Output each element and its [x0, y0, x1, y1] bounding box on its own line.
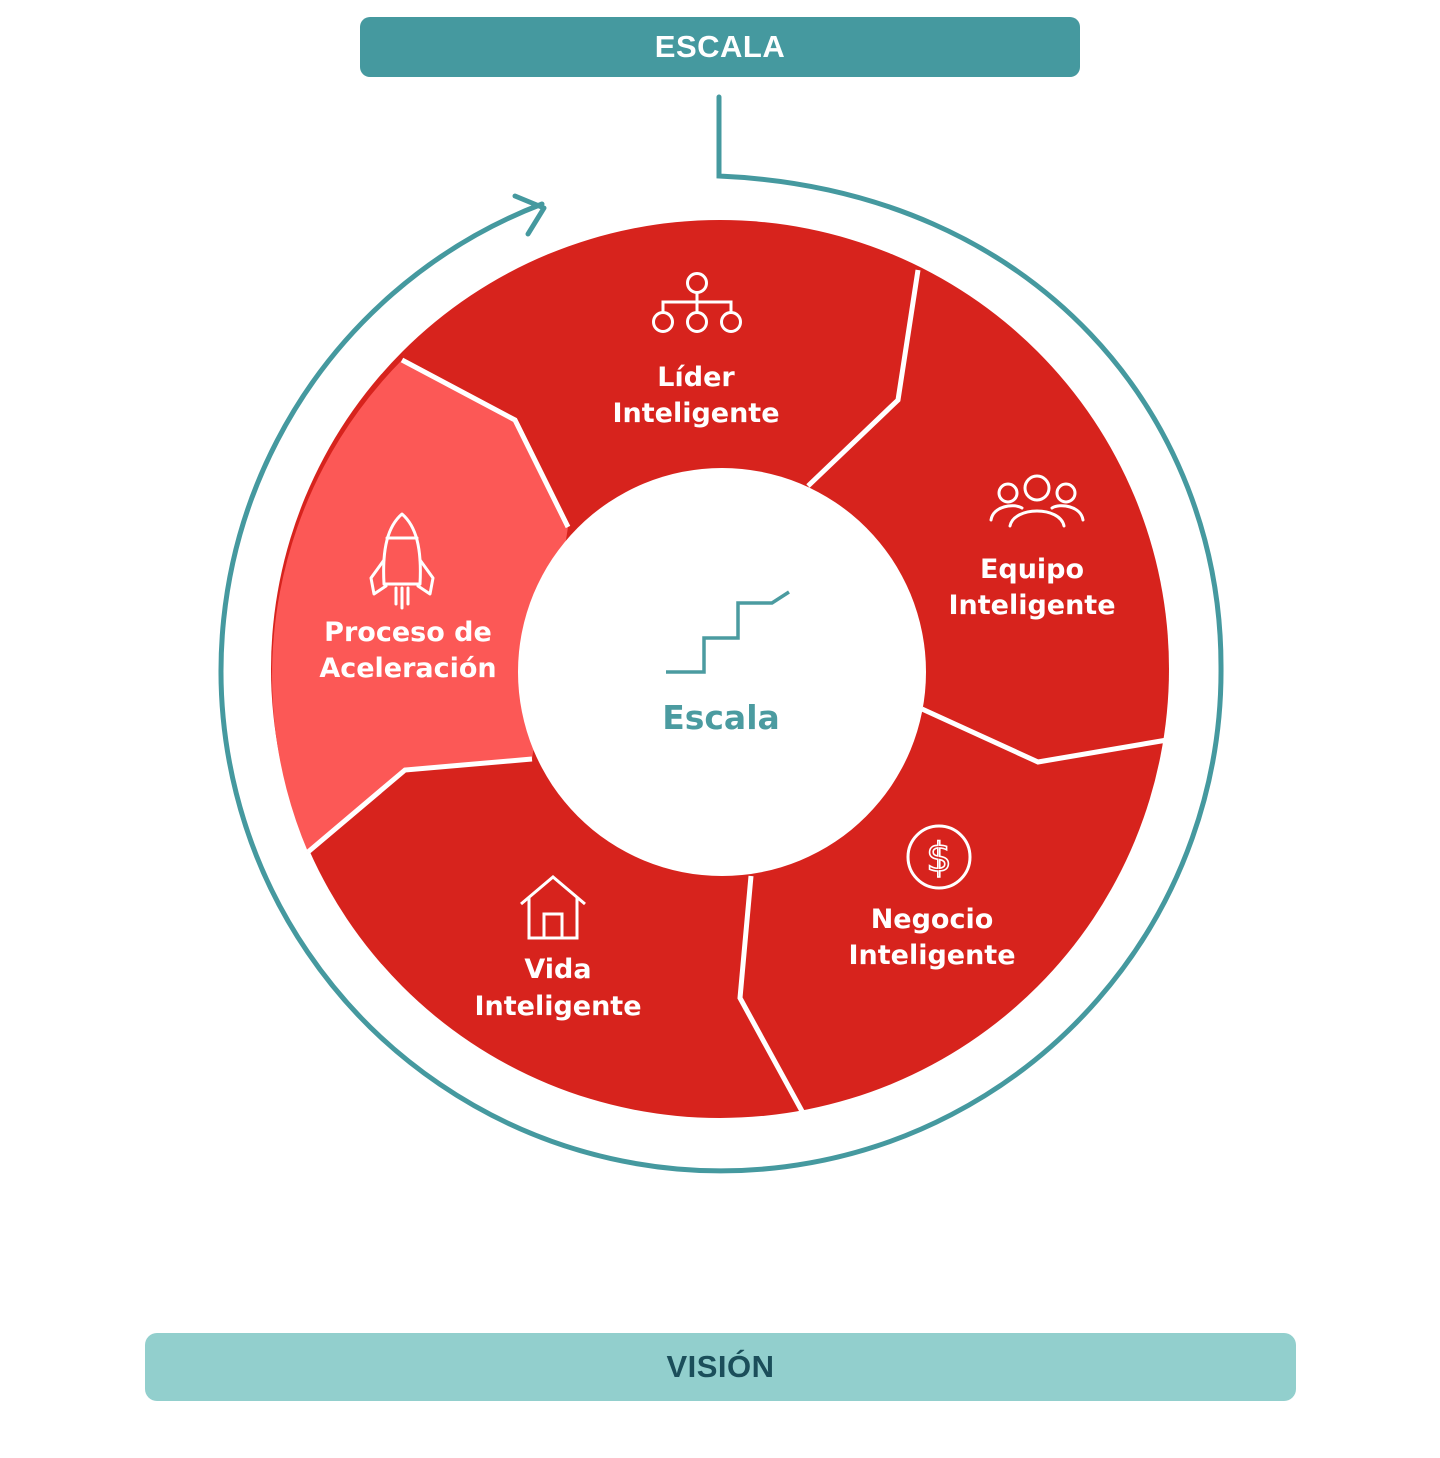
separator-line — [400, 357, 571, 529]
segment-label-line2: Inteligente — [474, 991, 641, 1022]
segment-label-line2: Inteligente — [612, 398, 779, 429]
hierarchy-icon — [652, 272, 742, 333]
center-hub — [518, 468, 926, 876]
separator-line — [737, 875, 806, 1115]
segment-proceso-de-aceleracion: Proceso de Aceleración — [319, 512, 497, 684]
vision-footer-bar: VISIÓN — [145, 1333, 1296, 1401]
cycle-ring — [218, 94, 1224, 1174]
escala-header-label: ESCALA — [654, 29, 786, 64]
segment-label-line2: Aceleración — [319, 653, 496, 684]
segment-label-line1: Equipo — [980, 554, 1084, 585]
center-label: Escala — [662, 698, 780, 737]
segment-label-line1: Líder — [657, 362, 735, 393]
team-icon — [989, 474, 1085, 528]
segment-equipo-inteligente: Equipo Inteligente — [948, 474, 1116, 621]
segment-vida-inteligente: Vida Inteligente — [474, 875, 642, 1022]
segment-label-line1: Proceso de — [324, 617, 492, 648]
separator-line — [306, 756, 533, 854]
dollar-icon: $ — [906, 824, 972, 890]
segment-label-line1: Negocio — [871, 904, 994, 935]
segment-label-line1: Vida — [524, 954, 591, 985]
vision-footer-label: VISIÓN — [666, 1349, 775, 1384]
cycle-arrowhead-icon — [512, 193, 547, 237]
segment-highlight-wedge — [272, 360, 568, 852]
segment-negocio-inteligente: $ Negocio Inteligente — [848, 824, 1016, 971]
separator-line — [920, 706, 1168, 765]
svg-text:$: $ — [926, 835, 951, 881]
stairs-icon — [666, 590, 790, 674]
segment-label-line2: Inteligente — [948, 590, 1115, 621]
rocket-icon — [369, 512, 435, 610]
segment-lider-inteligente: Líder Inteligente — [612, 272, 780, 429]
escala-header-bar: ESCALA — [360, 17, 1080, 77]
separator-line — [806, 269, 921, 488]
segment-label-line2: Inteligente — [848, 940, 1015, 971]
house-icon — [520, 875, 586, 940]
